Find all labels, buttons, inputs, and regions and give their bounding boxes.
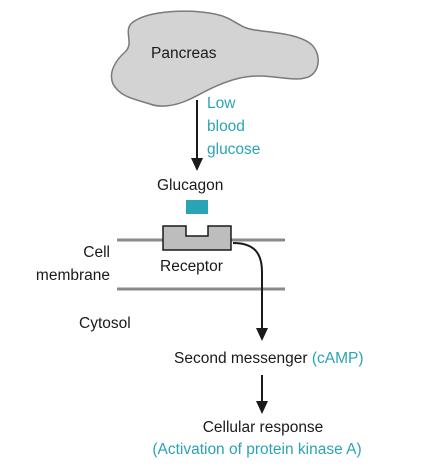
receptor-label: Receptor (160, 258, 223, 275)
trigger-line-glucose: glucose (207, 141, 261, 158)
trigger-line-blood: blood (207, 118, 245, 135)
second-messenger-label: Second messenger (cAMP) (174, 351, 364, 367)
arrow-head-3 (256, 401, 268, 414)
cytosol-label: Cytosol (79, 315, 131, 332)
membrane-label: membrane (35, 267, 110, 284)
arrow-head-2 (256, 328, 268, 341)
pancreas-label: Pancreas (151, 45, 217, 62)
receptor-shape (162, 225, 232, 251)
trigger-line-low: Low (207, 95, 236, 112)
glucagon-label: Glucagon (157, 177, 224, 194)
arrow-receptor-to-messenger (232, 242, 263, 330)
glucagon-molecule (186, 200, 208, 214)
camp-label: (cAMP) (311, 350, 364, 367)
arrow-head-1 (191, 158, 203, 171)
cellular-response-label: Cellular response (202, 419, 324, 436)
second-messenger-text: Second messenger (174, 350, 312, 367)
pancreas-shape (110, 10, 319, 107)
response-detail-label: (Activation of protein kinase A) (152, 441, 362, 458)
cell-label: Cell (83, 244, 110, 261)
